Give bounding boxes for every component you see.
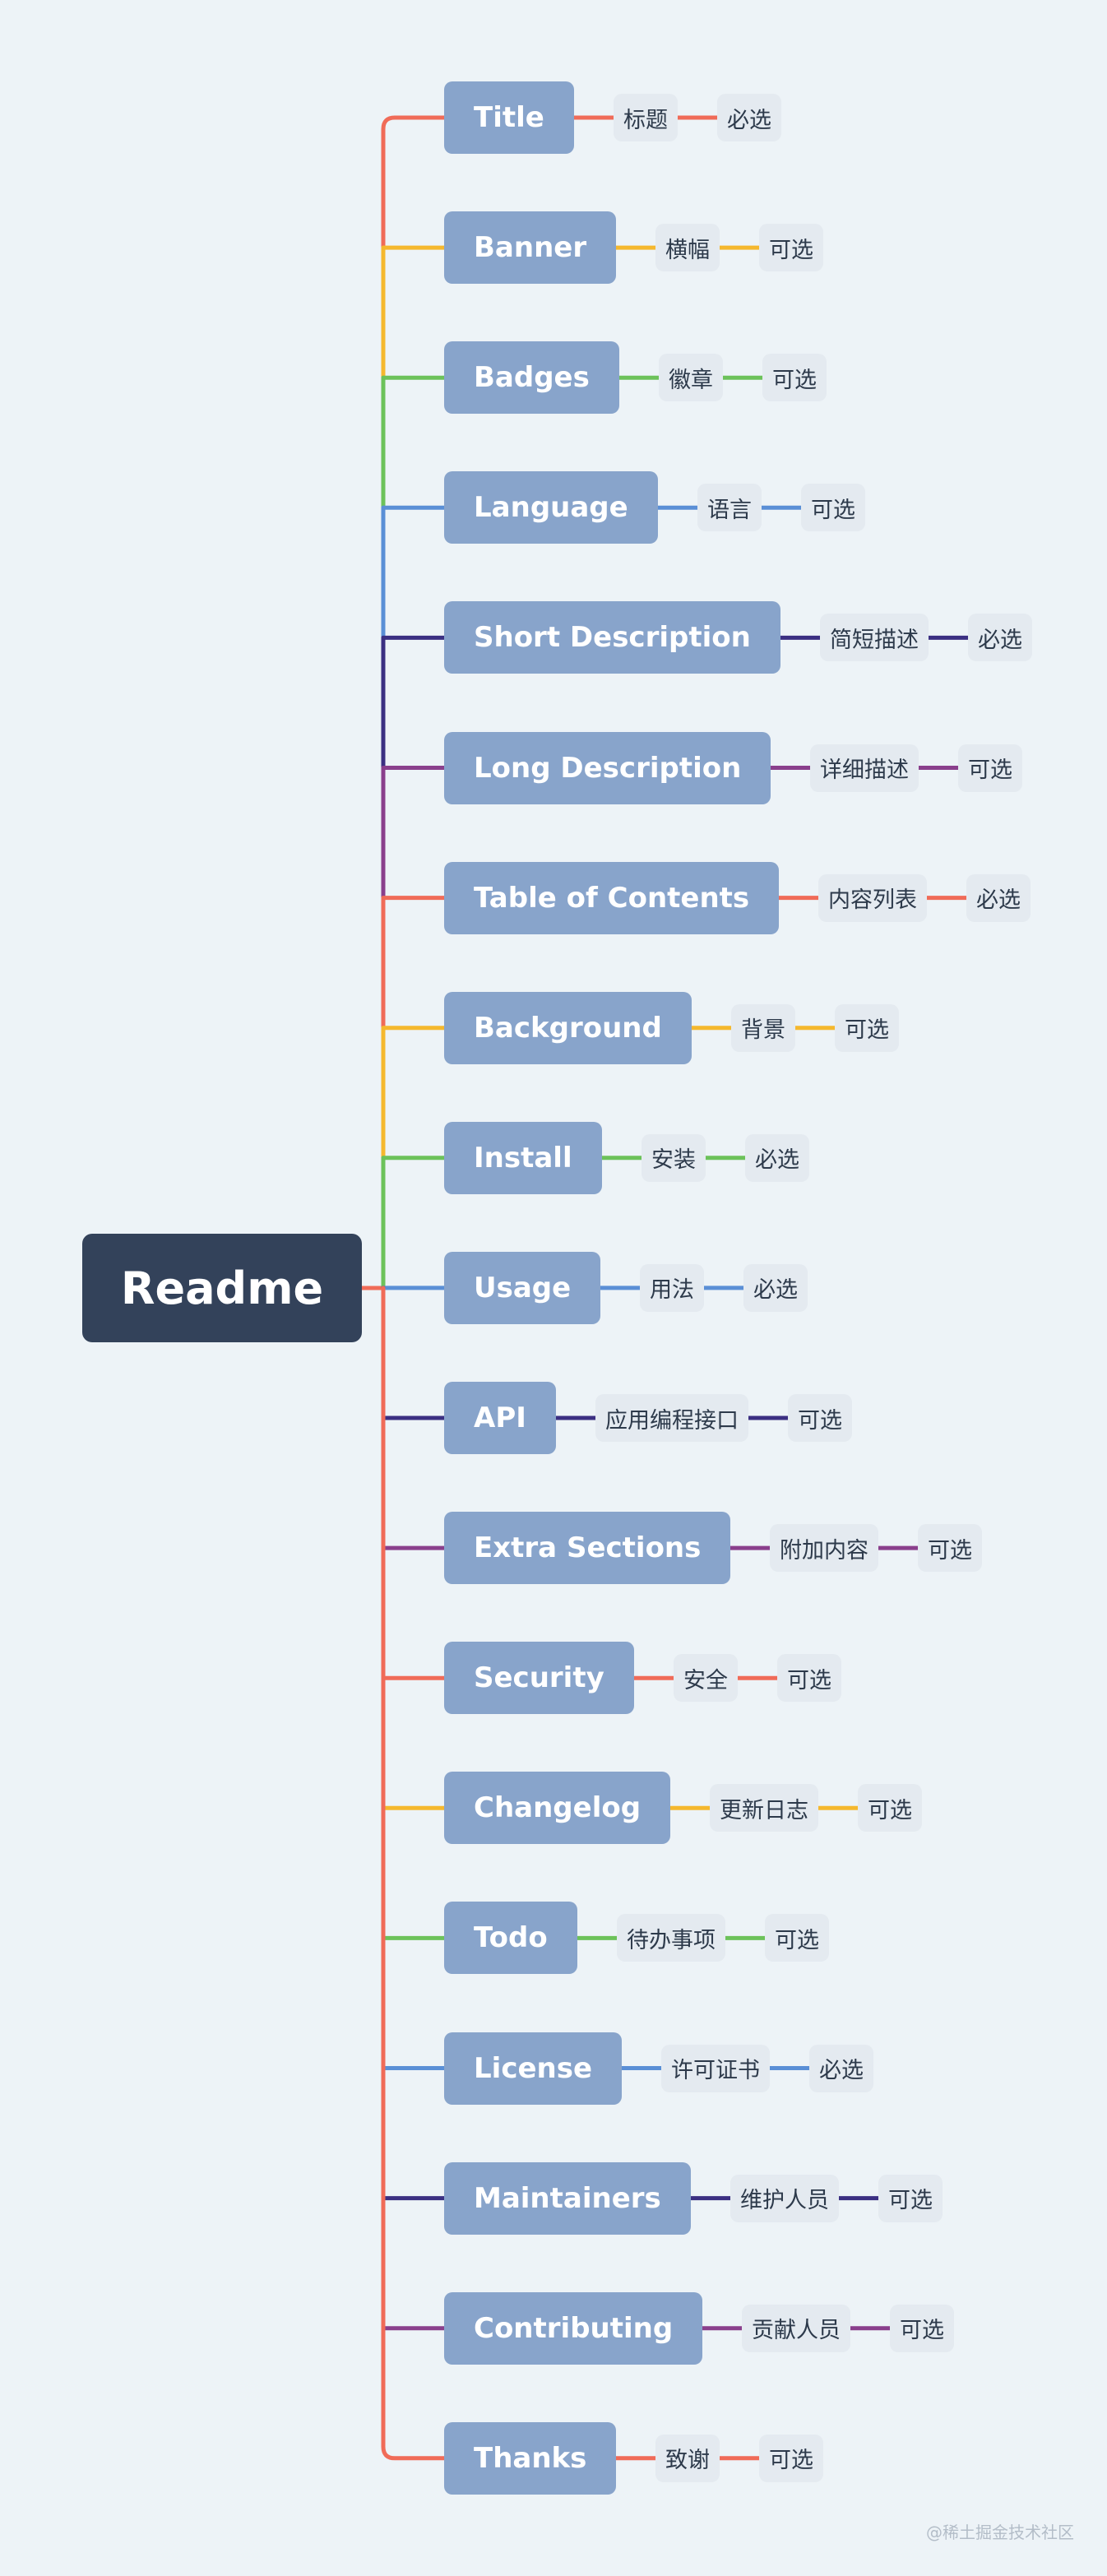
topic-badges[interactable]: Badges bbox=[444, 341, 619, 415]
requirement-badge[interactable]: 必选 bbox=[966, 873, 1031, 922]
topic-description[interactable]: 待办事项 bbox=[617, 1914, 725, 1962]
topic-install[interactable]: Install bbox=[444, 1121, 602, 1194]
topic-description[interactable]: 横幅 bbox=[655, 224, 720, 272]
topic-description[interactable]: 安全 bbox=[674, 1654, 738, 1703]
topic-table-of-contents[interactable]: Table of Contents bbox=[444, 861, 780, 934]
requirement-badge[interactable]: 必选 bbox=[745, 1133, 809, 1182]
topic-description[interactable]: 贡献人员 bbox=[742, 2304, 850, 2352]
branch-connector bbox=[381, 115, 447, 1290]
topic-todo[interactable]: Todo bbox=[444, 1902, 577, 1975]
topic-usage[interactable]: Usage bbox=[444, 1251, 601, 1324]
topic-license[interactable]: License bbox=[444, 2032, 623, 2105]
topic-description[interactable]: 标题 bbox=[614, 94, 678, 141]
topic-description[interactable]: 详细描述 bbox=[810, 744, 919, 792]
requirement-badge[interactable]: 必选 bbox=[968, 614, 1032, 662]
topic-description[interactable]: 语言 bbox=[697, 484, 762, 532]
requirement-badge[interactable]: 可选 bbox=[890, 2304, 954, 2352]
topic-thanks[interactable]: Thanks bbox=[444, 2421, 617, 2495]
requirement-badge[interactable]: 可选 bbox=[777, 1654, 841, 1703]
topic-description[interactable]: 安装 bbox=[642, 1133, 706, 1182]
requirement-badge[interactable]: 可选 bbox=[765, 1914, 829, 1962]
topic-contributing[interactable]: Contributing bbox=[444, 2291, 703, 2365]
topic-description[interactable]: 徽章 bbox=[659, 354, 723, 402]
branch-connector bbox=[381, 1286, 447, 2461]
topic-api[interactable]: API bbox=[444, 1382, 556, 1454]
topic-background[interactable]: Background bbox=[444, 991, 692, 1064]
watermark: @稀土掘金技术社区 bbox=[926, 2523, 1074, 2542]
topic-description[interactable]: 用法 bbox=[640, 1263, 704, 1312]
requirement-badge[interactable]: 可选 bbox=[858, 1784, 922, 1832]
requirement-badge[interactable]: 可选 bbox=[788, 1394, 852, 1442]
topic-description[interactable]: 简短描述 bbox=[820, 614, 929, 662]
requirement-badge[interactable]: 可选 bbox=[801, 484, 865, 532]
requirement-badge[interactable]: 可选 bbox=[762, 354, 827, 402]
topic-description[interactable]: 致谢 bbox=[655, 2434, 720, 2482]
topic-description[interactable]: 背景 bbox=[731, 1003, 795, 1052]
requirement-badge[interactable]: 必选 bbox=[717, 94, 781, 141]
topic-description[interactable]: 更新日志 bbox=[710, 1784, 818, 1832]
requirement-badge[interactable]: 可选 bbox=[958, 744, 1022, 792]
topic-language[interactable]: Language bbox=[444, 471, 658, 544]
requirement-badge[interactable]: 可选 bbox=[918, 1524, 982, 1573]
topic-description[interactable]: 应用编程接口 bbox=[595, 1394, 748, 1442]
requirement-badge[interactable]: 可选 bbox=[759, 224, 823, 272]
topic-security[interactable]: Security bbox=[444, 1642, 634, 1715]
requirement-badge[interactable]: 可选 bbox=[835, 1003, 899, 1052]
topic-banner[interactable]: Banner bbox=[444, 211, 617, 285]
requirement-badge[interactable]: 可选 bbox=[759, 2434, 823, 2482]
topic-description[interactable]: 内容列表 bbox=[818, 873, 927, 922]
requirement-badge[interactable]: 必选 bbox=[743, 1263, 808, 1312]
root-node-readme[interactable]: Readme bbox=[82, 1234, 362, 1342]
topic-description[interactable]: 维护人员 bbox=[730, 2174, 839, 2222]
requirement-badge[interactable]: 可选 bbox=[878, 2174, 943, 2222]
topic-description[interactable]: 附加内容 bbox=[770, 1524, 878, 1573]
topic-description[interactable]: 许可证书 bbox=[661, 2044, 770, 2092]
topic-maintainers[interactable]: Maintainers bbox=[444, 2161, 691, 2235]
topic-title[interactable]: Title bbox=[444, 81, 574, 154]
topic-changelog[interactable]: Changelog bbox=[444, 1772, 671, 1845]
requirement-badge[interactable]: 必选 bbox=[809, 2044, 873, 2092]
topic-long-description[interactable]: Long Description bbox=[444, 731, 771, 804]
topic-extra-sections[interactable]: Extra Sections bbox=[444, 1512, 731, 1585]
topic-short-description[interactable]: Short Description bbox=[444, 601, 780, 674]
